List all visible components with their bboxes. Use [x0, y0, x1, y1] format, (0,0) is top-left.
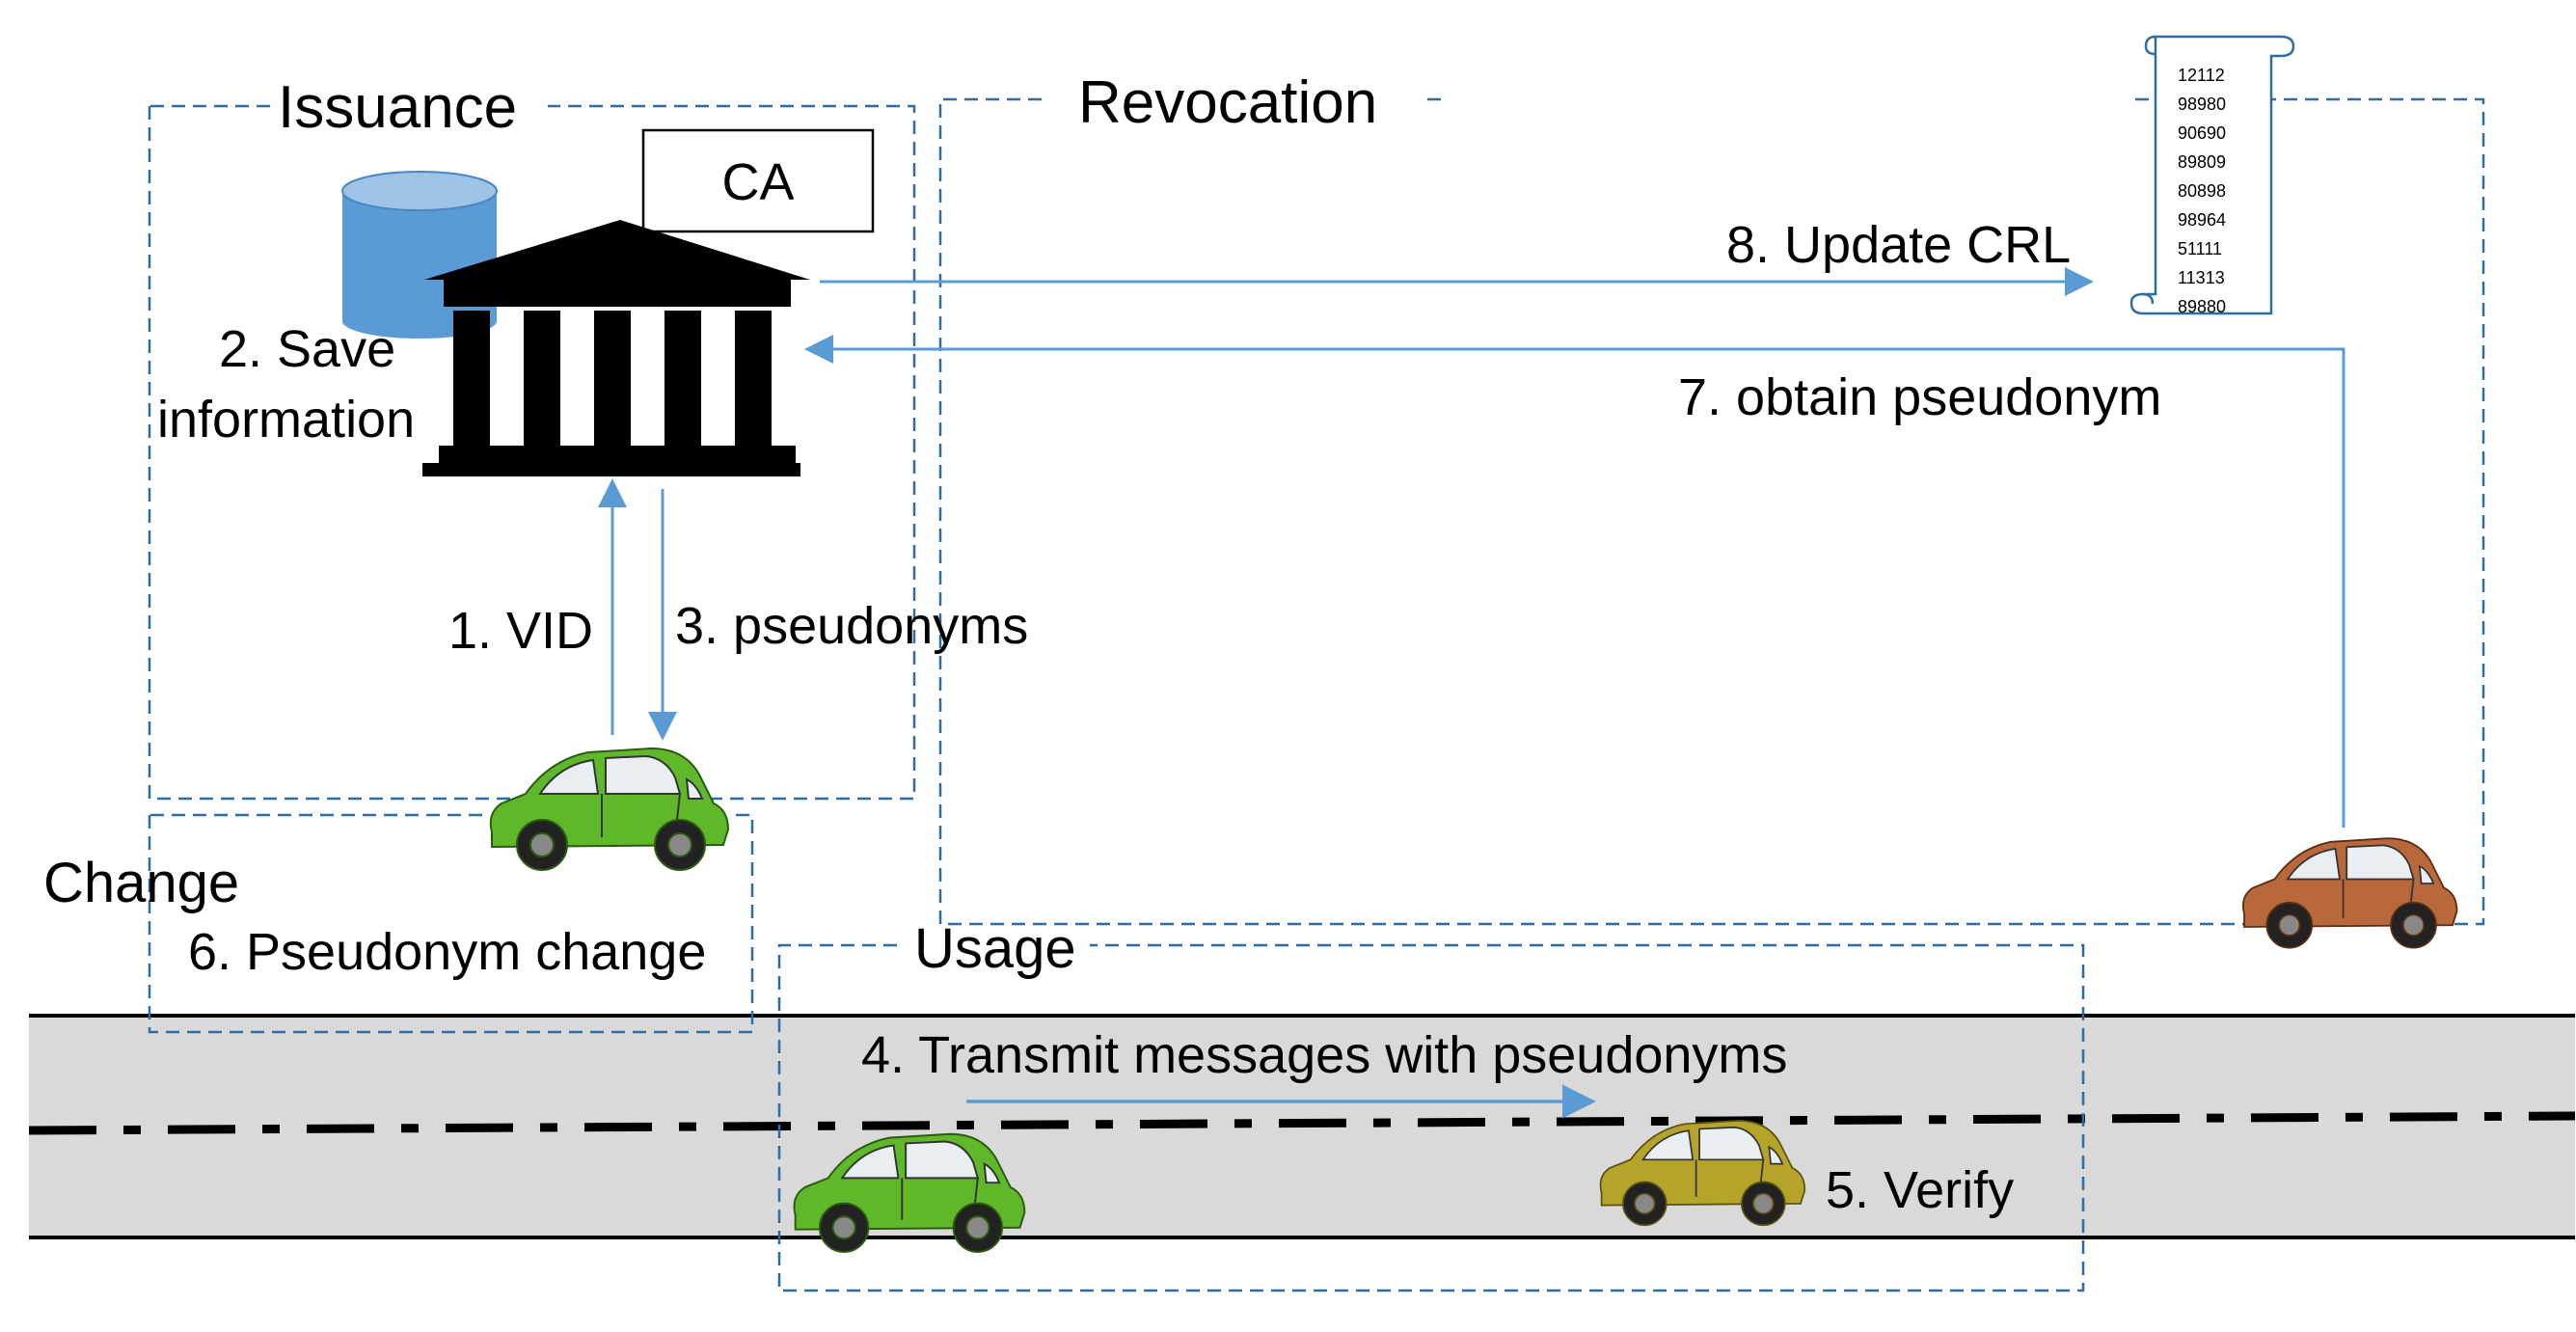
step-2-label-line1: 2. Save	[219, 320, 395, 378]
crl-entry: 51111	[2178, 239, 2222, 258]
arrow-step-7-obtain-pseudonym	[804, 335, 2346, 828]
certificate-authority-building-icon	[422, 220, 810, 476]
issuance-region-box	[148, 104, 916, 801]
step-4-label: 4. Transmit messages with pseudonyms	[861, 1026, 1787, 1084]
step-1-label: 1. VID	[448, 602, 593, 660]
crl-entry: 90690	[2178, 123, 2226, 143]
road	[28, 1014, 2576, 1239]
issuance-title: Issuance	[278, 74, 517, 141]
crl-entry: 89880	[2178, 297, 2226, 316]
crl-entry: 89809	[2178, 152, 2226, 172]
step-2-label-line2: information	[157, 391, 415, 449]
ca-label: CA	[721, 153, 794, 211]
crl-document-icon: 12112 98980 90690 89809 80898 98964 51111 11313…	[2129, 35, 2295, 316]
crl-entry: 11313	[2178, 268, 2225, 287]
crl-entry: 98980	[2178, 95, 2226, 114]
usage-title: Usage	[914, 917, 1076, 980]
step-8-label: 8. Update CRL	[1726, 216, 2071, 274]
step-3-label: 3. pseudonyms	[675, 597, 1028, 655]
change-title: Change	[43, 852, 239, 914]
change-region-box	[148, 813, 754, 1034]
step-6-label: 6. Pseudonym change	[188, 923, 706, 981]
green-car-icon	[489, 748, 729, 871]
crl-entry: 98964	[2178, 210, 2226, 230]
revocation-region-box	[938, 97, 2485, 926]
crl-entry: 80898	[2178, 181, 2226, 201]
usage-region-box	[777, 943, 2085, 1292]
step-7-label: 7. obtain pseudonym	[1678, 368, 2161, 426]
ca-label-box	[641, 128, 875, 233]
step-5-label: 5. Verify	[1826, 1161, 2014, 1219]
revocation-title: Revocation	[1078, 69, 1377, 136]
crl-entry: 12112	[2178, 66, 2225, 85]
brown-car-icon	[2241, 837, 2458, 949]
